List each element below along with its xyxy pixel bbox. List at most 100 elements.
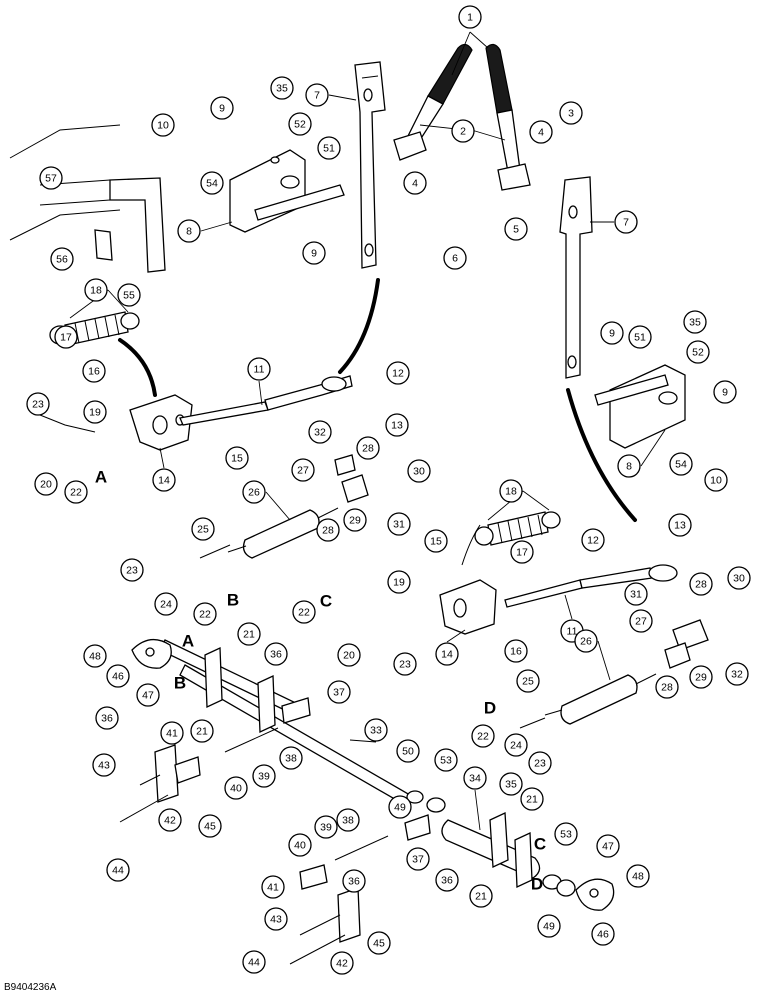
callout-number: 24 (510, 740, 522, 752)
callout-number: 53 (440, 755, 452, 767)
callout-circle (264, 642, 288, 666)
callout-number: 51 (323, 143, 335, 155)
callout-number: 29 (349, 515, 361, 527)
callout-38: 38 (279, 746, 303, 770)
callout-9: 9 (713, 380, 737, 404)
reference-letter-B: B (227, 591, 239, 610)
callout-number: 36 (348, 876, 360, 888)
tube-lower (441, 812, 576, 897)
callout-circle (528, 751, 552, 775)
callout-number: 50 (402, 746, 414, 758)
callout-circle (424, 529, 448, 553)
callout-14: 14 (435, 642, 459, 666)
callout-29: 29 (343, 508, 367, 532)
callout-29: 29 (689, 665, 713, 689)
callout-number: 31 (393, 519, 405, 531)
callout-number: 17 (516, 547, 528, 559)
callout-21: 21 (190, 719, 214, 743)
callout-number: 56 (56, 254, 68, 266)
callout-18: 18 (84, 278, 108, 302)
callout-number: 27 (297, 465, 309, 477)
mounting-plate-left (229, 149, 345, 233)
callout-49: 49 (388, 795, 412, 819)
callout-circle (596, 834, 620, 858)
callout-circle (279, 746, 303, 770)
callout-circle (504, 217, 528, 241)
callout-31: 31 (387, 512, 411, 536)
callout-circle (624, 582, 648, 606)
callout-45: 45 (198, 814, 222, 838)
callout-number: 41 (166, 728, 178, 740)
callout-circle (136, 683, 160, 707)
lever-arm-right (559, 176, 593, 379)
callout-25: 25 (516, 669, 540, 693)
callout-circle (314, 815, 338, 839)
callout-54: 54 (200, 171, 224, 195)
callout-number: 19 (89, 407, 101, 419)
callout-number: 14 (158, 475, 170, 487)
frame-structure (9, 124, 166, 273)
callout-number: 23 (126, 565, 138, 577)
callout-number: 30 (413, 466, 425, 478)
callout-number: 9 (609, 328, 615, 340)
callout-circle (305, 83, 329, 107)
callout-circle (435, 642, 459, 666)
callout-37: 37 (327, 680, 351, 704)
callout-circle (463, 766, 487, 790)
callout-circle (50, 247, 74, 271)
flange-lower (575, 878, 615, 911)
callout-circle (629, 609, 653, 633)
callout-1: 1 (458, 5, 482, 29)
callout-number: 47 (142, 690, 154, 702)
callout-circle (668, 513, 692, 537)
callout-circle (469, 884, 493, 908)
callout-number: 43 (270, 914, 282, 926)
callout-number: 7 (623, 217, 629, 229)
callout-circle (158, 808, 182, 832)
callout-39: 39 (252, 764, 276, 788)
callout-44: 44 (242, 950, 266, 974)
callout-circle (120, 558, 144, 582)
callout-circle (343, 508, 367, 532)
callout-4: 4 (403, 171, 427, 195)
callout-number: 37 (412, 854, 424, 866)
callout-circle (117, 283, 141, 307)
callout-circle (689, 665, 713, 689)
lever-handles (393, 43, 531, 191)
callout-circle (403, 171, 427, 195)
callout-circle (237, 622, 261, 646)
callout-number: 47 (602, 841, 614, 853)
callout-circle (504, 639, 528, 663)
spring-right (474, 511, 561, 546)
callout-circle (193, 602, 217, 626)
callout-circle (574, 629, 598, 653)
callout-number: 15 (430, 536, 442, 548)
callout-circle (336, 808, 360, 832)
callout-circle (451, 119, 475, 143)
callout-number: 27 (635, 616, 647, 628)
callout-circle (225, 446, 249, 470)
callout-46: 46 (106, 664, 130, 688)
mounting-plate-right (594, 364, 686, 449)
callout-number: 40 (294, 840, 306, 852)
callout-number: 36 (270, 649, 282, 661)
callout-circle (407, 459, 431, 483)
callout-circle (261, 875, 285, 899)
callout-16: 16 (82, 359, 106, 383)
callout-number: 38 (342, 815, 354, 827)
callout-number: 48 (632, 871, 644, 883)
callout-27: 27 (629, 609, 653, 633)
callout-number: 35 (689, 317, 701, 329)
callout-circle (242, 480, 266, 504)
callout-number: 5 (513, 224, 519, 236)
callout-circle (82, 359, 106, 383)
callout-26: 26 (574, 629, 598, 653)
callout-number: 9 (219, 103, 225, 115)
callout-number: 26 (248, 487, 260, 499)
callout-circle (537, 914, 561, 938)
callout-number: 9 (311, 248, 317, 260)
callout-number: 45 (204, 821, 216, 833)
callout-circle (655, 675, 679, 699)
callout-circle (386, 361, 410, 385)
